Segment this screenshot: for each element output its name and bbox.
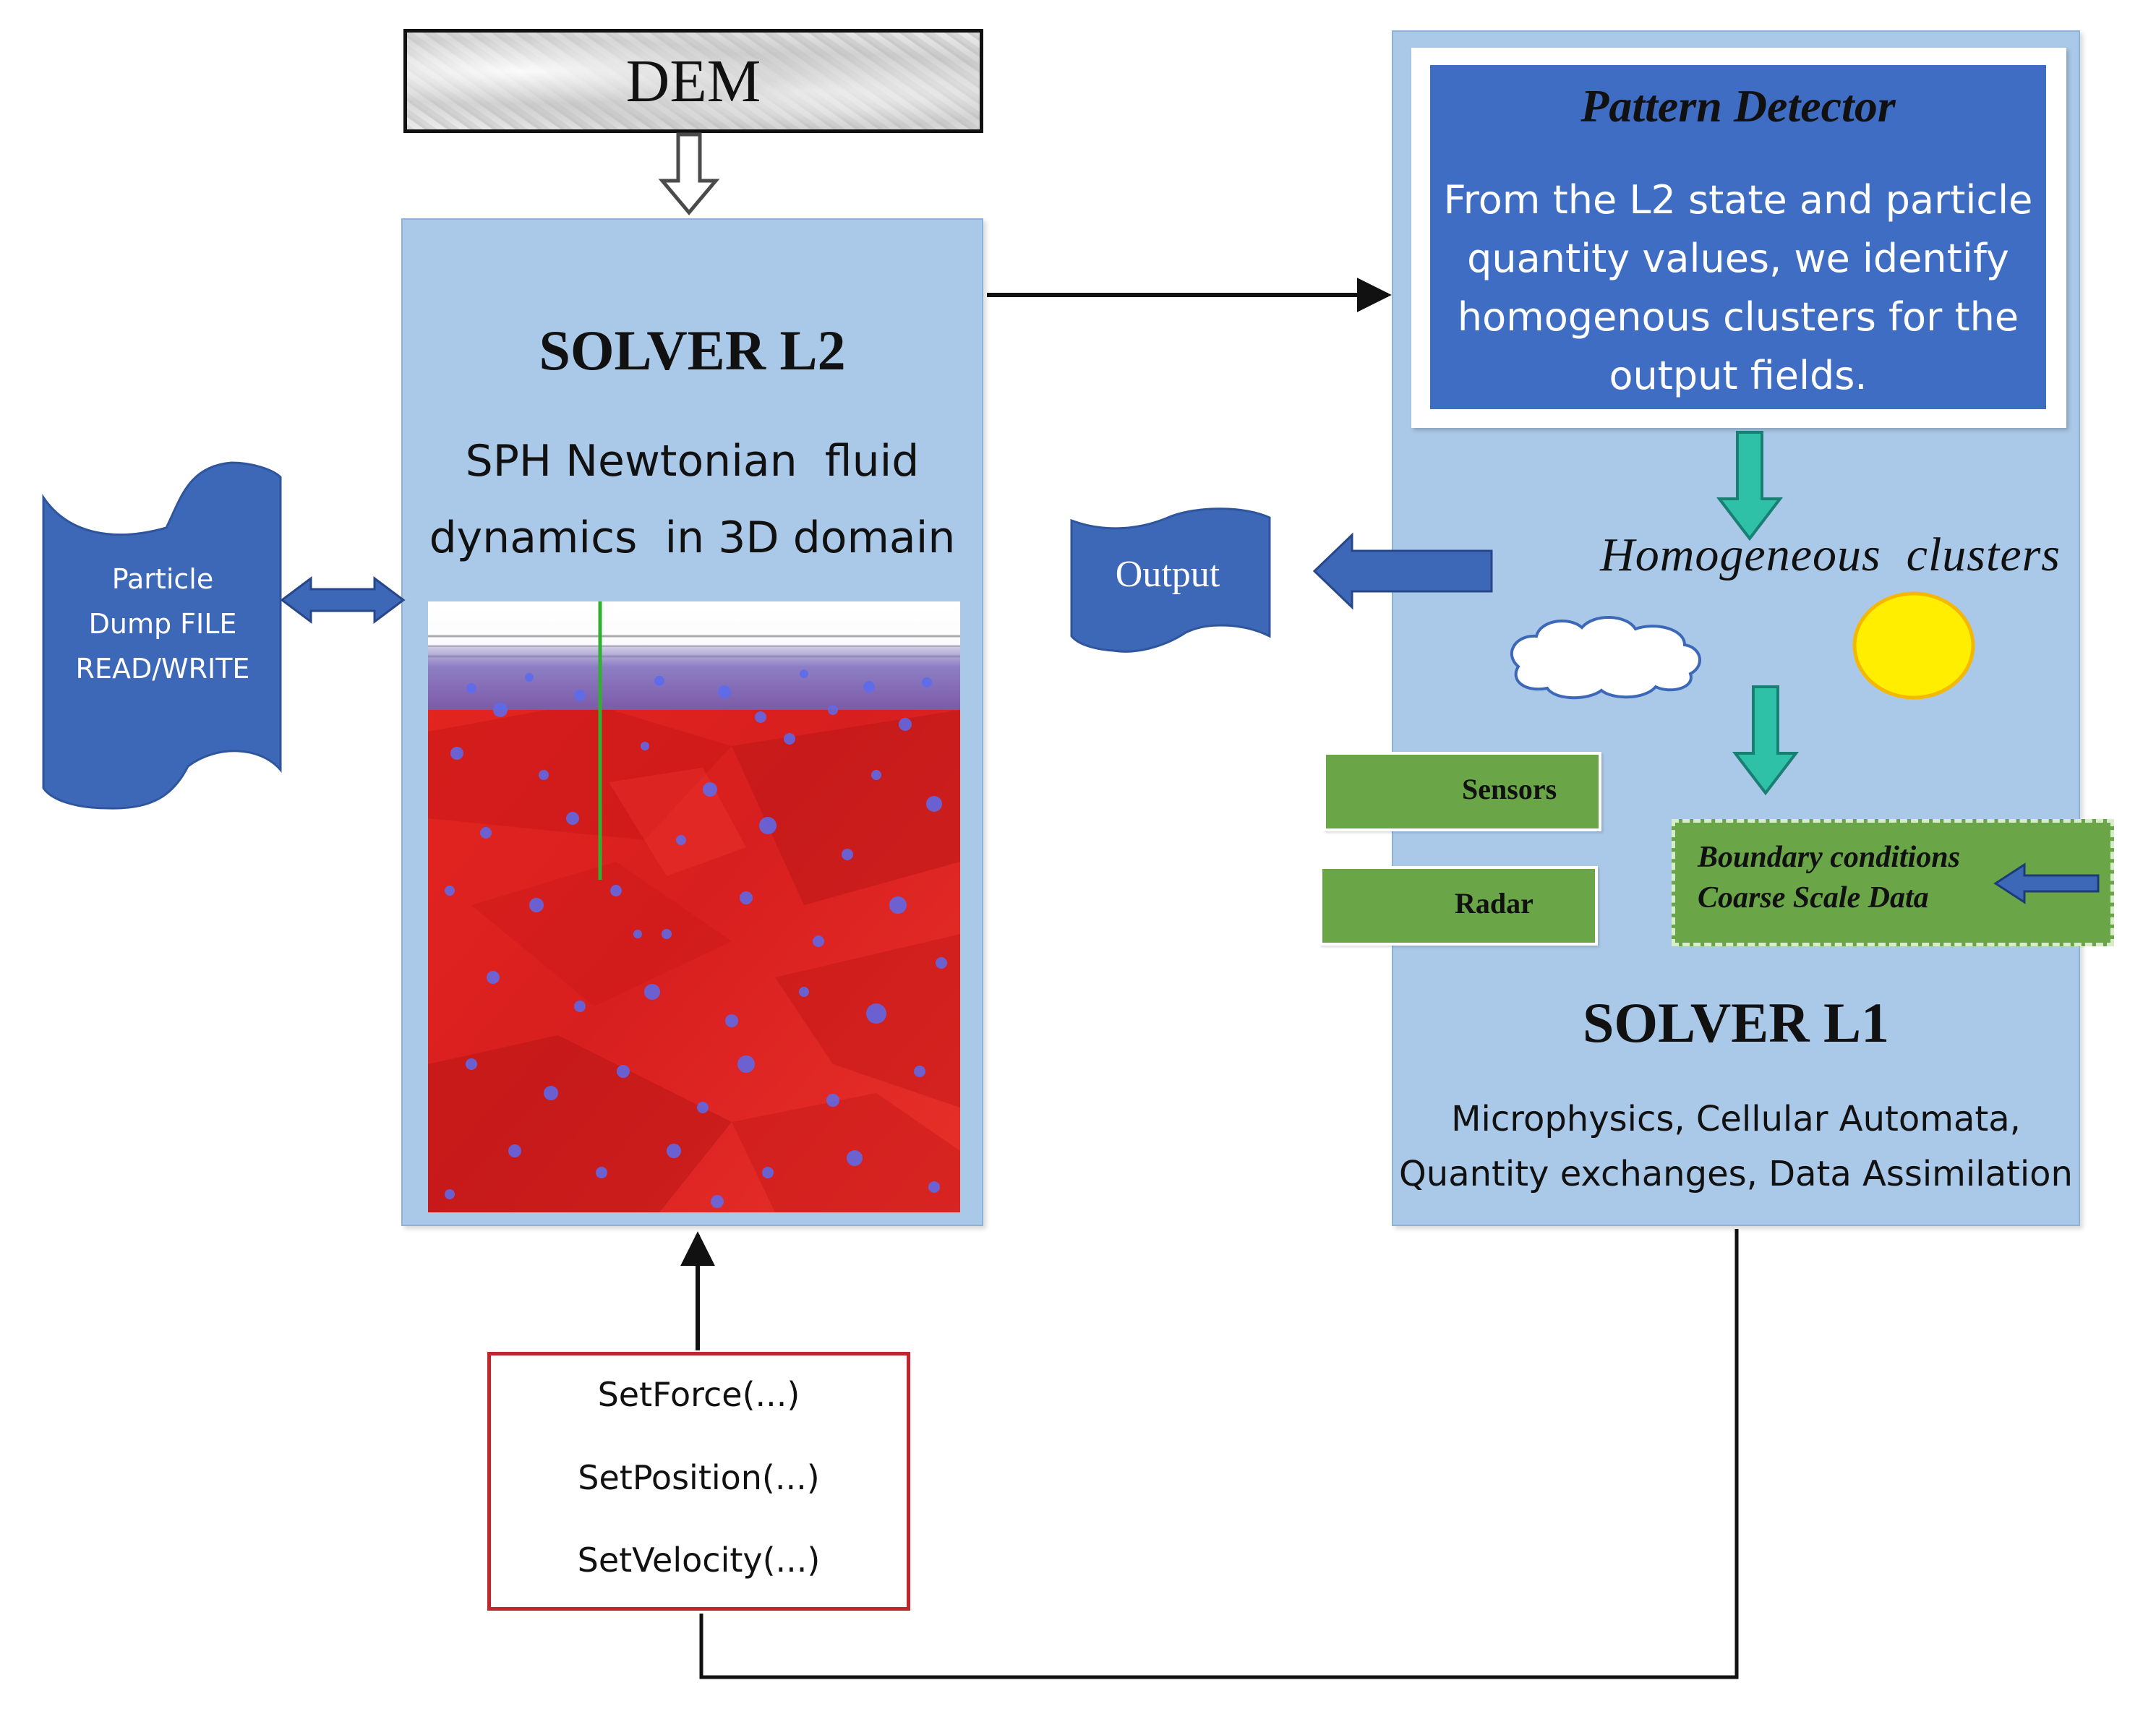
- output-label: Output: [1115, 554, 1220, 595]
- fluid-simulation-image: [428, 601, 960, 1212]
- feedback-loop-line: [699, 1229, 1739, 1679]
- pattern-detector-line: From the L2 state and particle: [1443, 177, 2033, 223]
- boundary-conditions-text: Boundary conditions Coarse Scale Data: [1698, 837, 2009, 918]
- set-velocity-function: SetVelocity(...): [577, 1541, 821, 1580]
- particle-dump-line: Dump FILE: [88, 608, 237, 640]
- solver-l2-title: SOLVER L2: [539, 319, 846, 382]
- set-position-function: SetPosition(...): [578, 1458, 820, 1497]
- solver-l2-description-line: SPH Newtonian fluid: [465, 436, 920, 487]
- solver-l1-description-line: Microphysics, Cellular Automata,: [1451, 1099, 2021, 1139]
- particle-dump-label: Particle Dump FILE READ/WRITE: [51, 557, 275, 691]
- radar-label: Radar: [1455, 887, 1533, 920]
- pattern-detector-line: quantity values, we identify: [1467, 236, 2009, 281]
- set-force-function: SetForce(...): [597, 1375, 800, 1414]
- solver-l2-description: SPH Newtonian fluid dynamics in 3D domai…: [416, 423, 969, 576]
- solver-l1-description: Microphysics, Cellular Automata, Quantit…: [1392, 1092, 2080, 1201]
- pattern-detector-title: Pattern Detector: [1580, 80, 1896, 132]
- sensors-label: Sensors: [1462, 773, 1557, 805]
- homogeneous-clusters-label: Homogeneous clusters: [1600, 528, 2061, 581]
- control-functions-box: [487, 1352, 910, 1611]
- solver-l1-title: SOLVER L1: [1582, 991, 1890, 1054]
- boundary-conditions-line: Coarse Scale Data: [1698, 881, 1929, 914]
- solver-l1-description-line: Quantity exchanges, Data Assimilation: [1399, 1154, 2073, 1194]
- pattern-detector-box: [1430, 65, 2046, 409]
- pattern-detector-line: homogenous clusters for the: [1457, 294, 2019, 340]
- particle-dump-line: READ/WRITE: [75, 653, 250, 685]
- particle-dump-line: Particle: [111, 563, 214, 595]
- pattern-detector-text: From the L2 state and particle quantity …: [1439, 171, 2037, 405]
- sensors-box: [1323, 752, 1601, 831]
- pattern-detector-line: output fields.: [1609, 353, 1868, 398]
- radar-box: [1319, 866, 1598, 946]
- solver-l2-description-line: dynamics in 3D domain: [429, 513, 956, 563]
- dem-label: DEM: [625, 47, 761, 115]
- boundary-conditions-line: Boundary conditions: [1698, 841, 1960, 874]
- dem-box: DEM: [403, 29, 983, 133]
